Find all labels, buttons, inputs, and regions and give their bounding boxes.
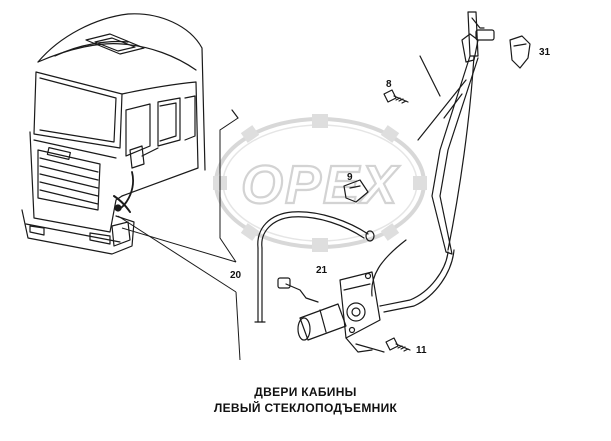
callout-20: 20 [230, 270, 242, 281]
callouts: 8 9 11 20 21 31 [230, 47, 551, 356]
window-regulator-assembly [231, 11, 531, 353]
caption-title: ДВЕРИ КАБИНЫ [254, 385, 357, 399]
callout-31: 31 [539, 47, 551, 58]
watermark-text: OPEX [241, 155, 400, 215]
opex-watermark: OPEX [213, 114, 427, 252]
callout-11: 11 [416, 345, 427, 356]
caption-subtitle: ЛЕВЫЙ СТЕКЛОПОДЪЕМНИК [213, 401, 398, 415]
callout-9: 9 [347, 172, 353, 183]
callout-8: 8 [386, 79, 392, 90]
leader-lines [117, 117, 241, 361]
truck-cab-illustration [21, 13, 206, 255]
callout-21: 21 [316, 265, 328, 276]
